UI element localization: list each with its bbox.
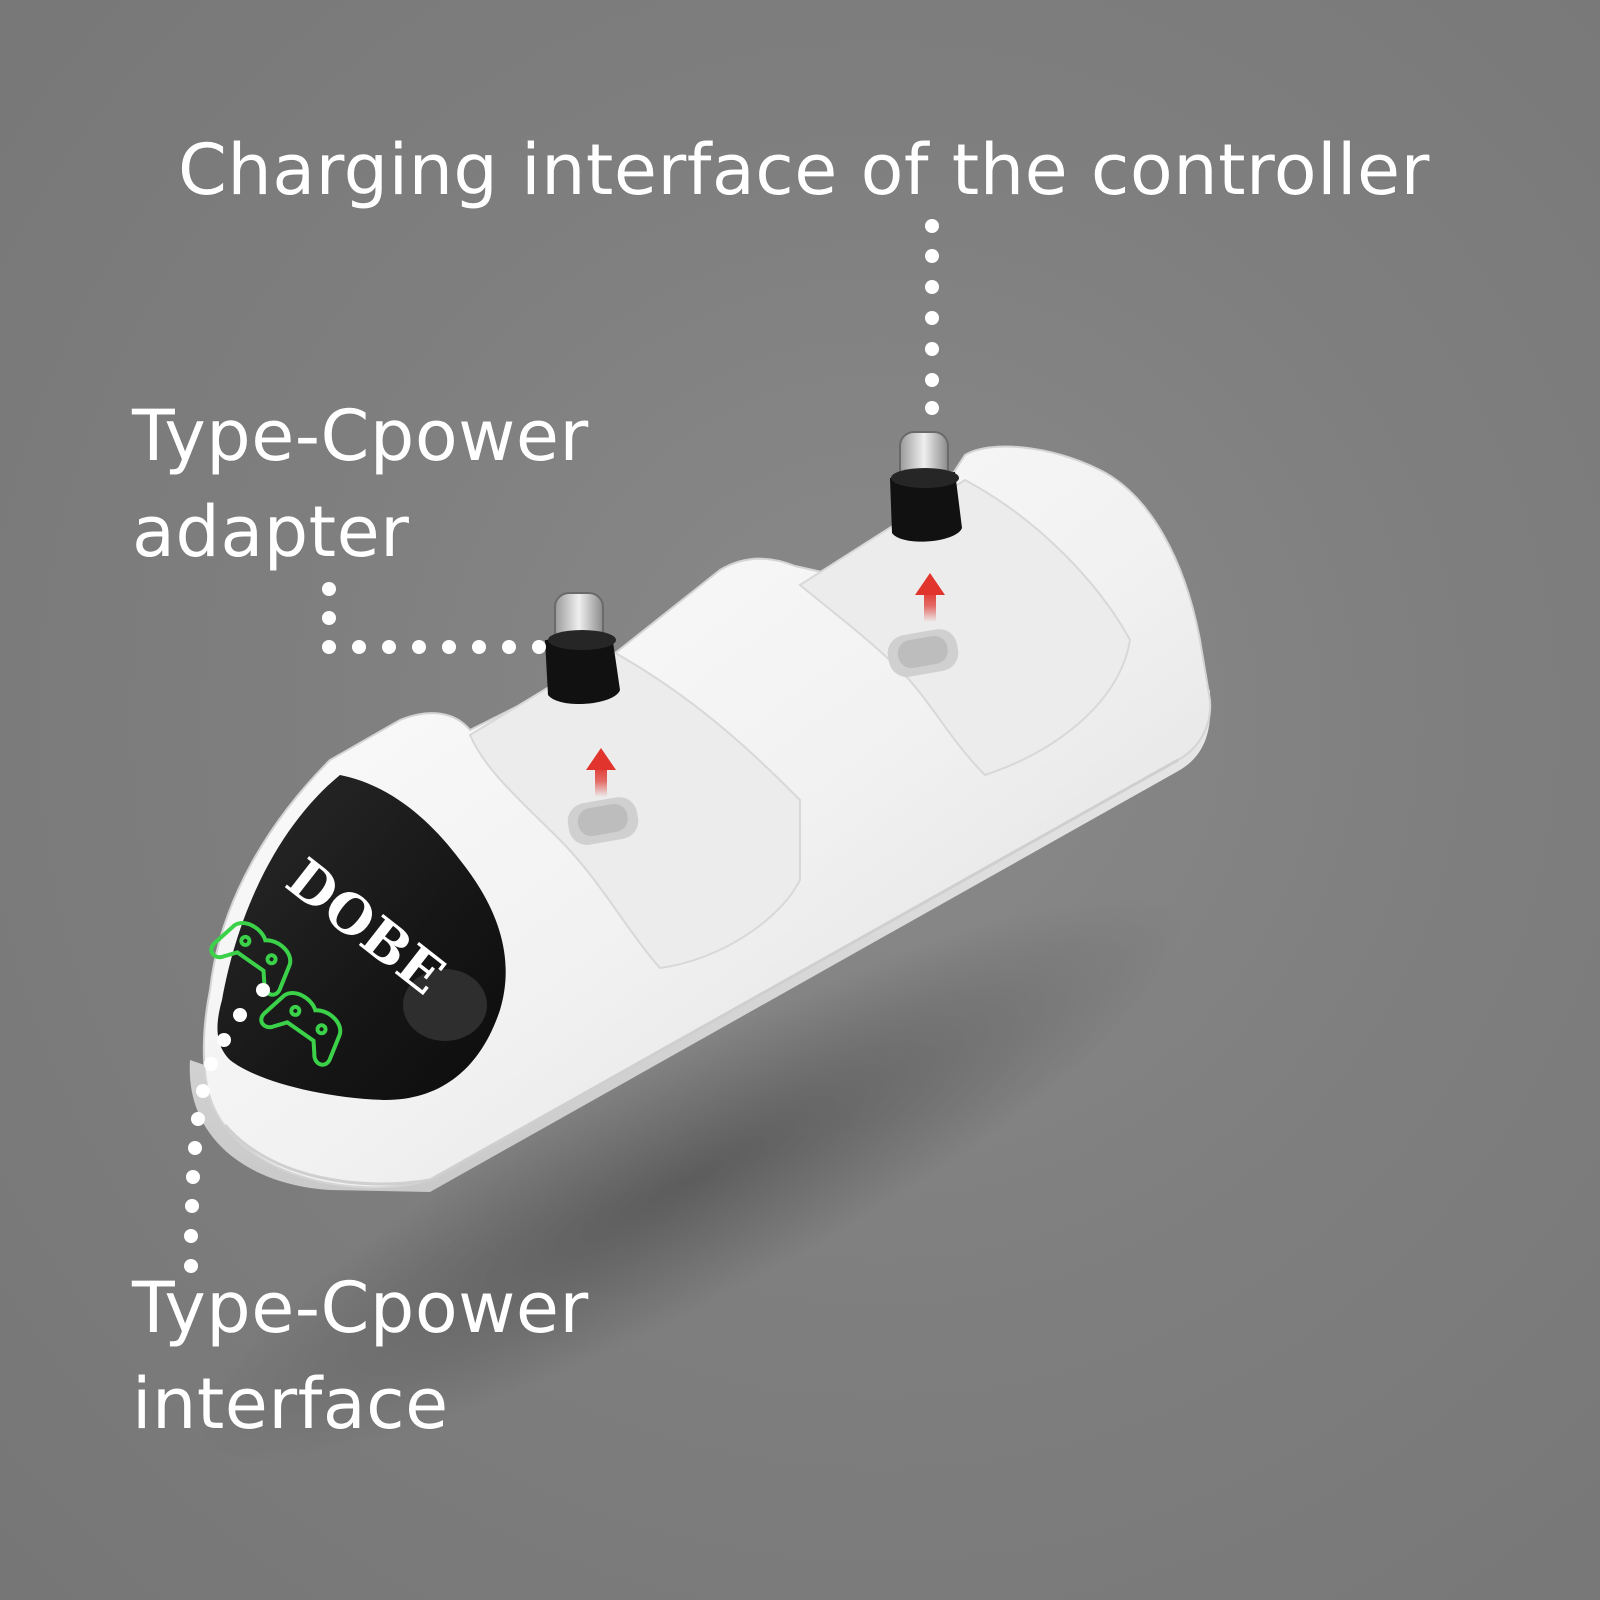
label-type-c-power-interface: Type-Cpower interface bbox=[132, 1260, 652, 1452]
controller-icon bbox=[259, 991, 343, 1067]
usb-c-connector-icon bbox=[545, 592, 620, 705]
label-adapter-line-1: Type-Cpower bbox=[132, 395, 589, 477]
leader-line-power-interface bbox=[184, 983, 270, 1273]
arrow-up-icon bbox=[915, 573, 945, 622]
leader-line-charging-interface bbox=[925, 219, 939, 415]
label-adapter-line-2: adapter bbox=[132, 491, 410, 573]
label-type-c-power-adapter: Type-Cpower adapter bbox=[132, 388, 652, 580]
label-power-line-2: interface bbox=[132, 1363, 449, 1445]
arrow-up-icon bbox=[586, 748, 616, 797]
usb-c-connector-icon bbox=[890, 431, 962, 542]
leader-line-adapter bbox=[322, 582, 546, 654]
dock-shadow bbox=[192, 896, 1188, 1464]
controller-icon bbox=[209, 921, 293, 997]
label-power-line-1: Type-Cpower bbox=[132, 1267, 589, 1349]
led-front-panel: DOBE bbox=[209, 775, 506, 1100]
controller-cradle-2 bbox=[798, 478, 1132, 777]
controller-cradle-1 bbox=[468, 648, 801, 970]
label-charging-interface: Charging interface of the controller bbox=[178, 129, 1430, 211]
